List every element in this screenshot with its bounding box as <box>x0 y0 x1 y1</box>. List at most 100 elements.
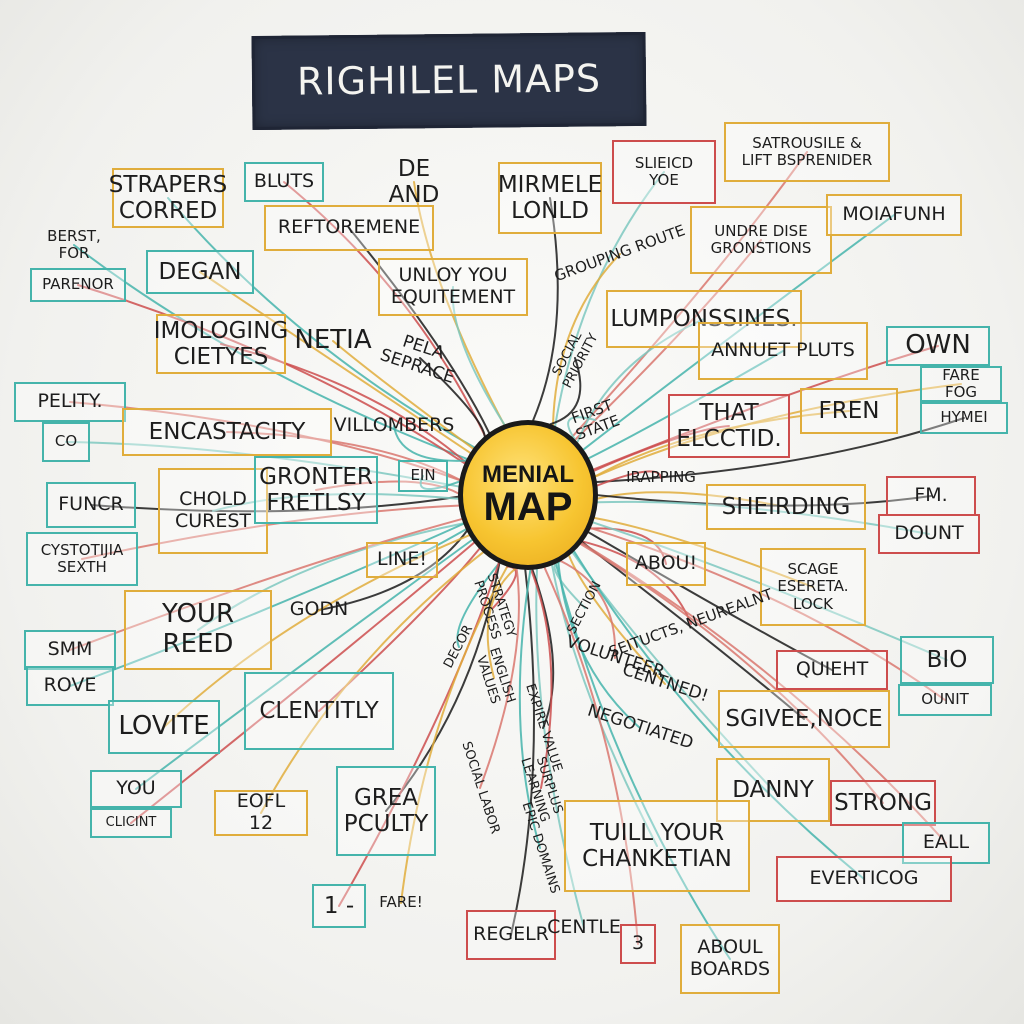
mind-map-node[interactable]: GODN <box>289 598 349 621</box>
connector-line <box>518 568 541 849</box>
connector-line <box>554 562 731 960</box>
mind-map-node[interactable]: FM. <box>886 476 976 516</box>
mind-map-node[interactable]: PARENOR <box>30 268 126 302</box>
mind-map-node[interactable]: EIN <box>398 460 448 492</box>
mind-map-node[interactable]: ANNUET PLUTS <box>698 322 868 380</box>
mind-map-node[interactable]: SCAGE ESERETA. LOCK <box>760 548 866 626</box>
mind-map-node[interactable]: SLIEICD YOE <box>612 140 716 204</box>
mind-map-node[interactable]: REGELR <box>466 910 556 960</box>
mind-map-node[interactable]: THAT ELCCTID. <box>668 394 790 458</box>
connector-line <box>551 253 621 426</box>
central-topic[interactable]: MENIAL MAP <box>458 420 598 570</box>
mind-map-node[interactable]: STRAPERS CORRED <box>109 168 227 228</box>
connector-line <box>568 554 666 685</box>
connector-line <box>163 534 470 728</box>
connector-line <box>486 567 517 679</box>
mind-map-node[interactable]: OWN <box>886 326 990 366</box>
connector-line <box>535 568 585 929</box>
mind-map-node[interactable]: CYSTOTIJIA SEXTH <box>26 532 138 586</box>
mind-map-node[interactable]: REFTOREMENE <box>264 205 434 251</box>
mind-map-node[interactable]: UNDRE DISE GRONSTIONS <box>690 206 832 274</box>
mind-map-node[interactable]: EVERTICOG <box>776 856 952 902</box>
mind-map-node[interactable]: CHOLD CUREST <box>158 468 268 554</box>
mind-map-node[interactable]: OUNIT <box>898 684 992 716</box>
connector-line <box>479 568 520 789</box>
connector-line <box>419 475 461 490</box>
mind-map-node[interactable]: LOVITE <box>108 700 220 754</box>
mind-map-node[interactable]: LINE! <box>366 542 438 578</box>
connector-line <box>571 151 808 438</box>
connector-line <box>220 343 467 463</box>
mind-map-node[interactable]: YOU <box>90 770 182 808</box>
mind-map-node[interactable]: HYMEI <box>920 402 1008 434</box>
connector-line <box>597 494 932 507</box>
mind-map-node[interactable]: MIRMELE LONLD <box>498 162 602 234</box>
connector-line <box>554 171 665 427</box>
mind-map-node[interactable]: CO <box>42 422 90 462</box>
mind-map-node[interactable]: IMOLOGING CIETYES <box>154 314 288 374</box>
mind-map-node[interactable]: CLENTITLY <box>244 672 394 750</box>
mind-map-node[interactable]: VILLOMBERS <box>333 414 455 437</box>
connector-line <box>135 539 473 790</box>
connector-line <box>199 271 472 454</box>
connector-line <box>393 425 467 462</box>
mind-map-node[interactable]: DE AND <box>388 155 440 208</box>
mind-map-node[interactable]: SGIVEE,NOCE <box>718 690 890 748</box>
mind-map-node[interactable]: 1 - <box>312 884 366 928</box>
mind-map-node[interactable]: GREA PCULTY <box>336 766 436 856</box>
mind-map-node[interactable]: FUNCR <box>46 482 136 528</box>
mind-map-node[interactable]: IRAPPING <box>626 468 696 487</box>
mind-map-node[interactable]: QUIEHT <box>776 650 888 690</box>
mind-map-node[interactable]: SMM <box>24 630 116 670</box>
connector-line <box>594 383 962 478</box>
mind-map-node[interactable]: CLICINT <box>90 808 172 838</box>
mind-map-node[interactable]: UNLOY YOU EQUITEMENT <box>378 258 528 316</box>
connector-line <box>226 431 461 481</box>
mind-map-node[interactable]: NETIA <box>294 325 372 356</box>
connector-line <box>419 357 486 438</box>
mind-map-node[interactable]: TUILL YOUR CHANKETIAN <box>564 800 750 892</box>
connector-line <box>73 244 468 460</box>
mind-map-node[interactable]: ROVE <box>26 666 114 706</box>
mind-map-node[interactable]: MOIAFUNH <box>826 194 962 236</box>
mind-map-node[interactable]: 3 <box>620 924 656 964</box>
mind-map-node[interactable]: CENTLE <box>547 916 621 939</box>
connector-line <box>212 493 460 512</box>
connector-line <box>332 340 475 450</box>
mind-map-node[interactable]: PELITY. <box>14 382 126 422</box>
mind-map-node[interactable]: LUMPONSSINES. <box>606 290 802 348</box>
connector-line <box>413 181 506 426</box>
connector-line <box>167 197 476 449</box>
mind-map-node[interactable]: ABOUL BOARDS <box>680 924 780 994</box>
mind-map-node[interactable]: FARE FOG <box>920 366 1002 402</box>
connector-line <box>90 495 460 513</box>
mind-map-node[interactable]: BIO <box>900 636 994 684</box>
connector-line <box>592 521 948 661</box>
connector-line <box>596 470 662 487</box>
connector-line <box>69 401 461 482</box>
mind-map-node[interactable]: EOFL 12 <box>214 790 308 836</box>
mind-map-node[interactable]: FREN <box>800 388 898 434</box>
connector-line <box>593 425 730 472</box>
mind-map-node[interactable]: DANNY <box>716 758 830 822</box>
mind-map-node[interactable]: FARE! <box>379 893 423 912</box>
connector-line <box>318 530 468 611</box>
mind-map-node[interactable]: YOUR REED <box>124 590 272 670</box>
connector-line <box>582 214 895 451</box>
mind-map-node[interactable]: SHEIRDING <box>706 484 866 530</box>
connector-line <box>581 541 805 720</box>
mind-map-node[interactable]: ENCASTACITY <box>122 408 332 456</box>
mind-map-node[interactable]: BERST, FOR <box>47 226 101 262</box>
mind-map-node[interactable]: SATROUSILE & LIFT BSPRENIDER <box>724 122 890 182</box>
mind-map-node[interactable]: STRONG <box>830 780 936 826</box>
connector-line <box>530 568 553 789</box>
connector-line <box>385 562 501 812</box>
mind-map-node[interactable]: DOUNT <box>878 514 980 554</box>
mind-map-node[interactable]: GRONTER FRETLSY <box>254 456 378 524</box>
mind-map-node[interactable]: ABOU! <box>626 542 706 586</box>
mind-map-node[interactable]: BLUTS <box>244 162 324 202</box>
page-title: RIGHILEL MAPS <box>296 56 602 104</box>
connector-line <box>580 541 947 844</box>
mind-map-node[interactable]: DEGAN <box>146 250 254 294</box>
